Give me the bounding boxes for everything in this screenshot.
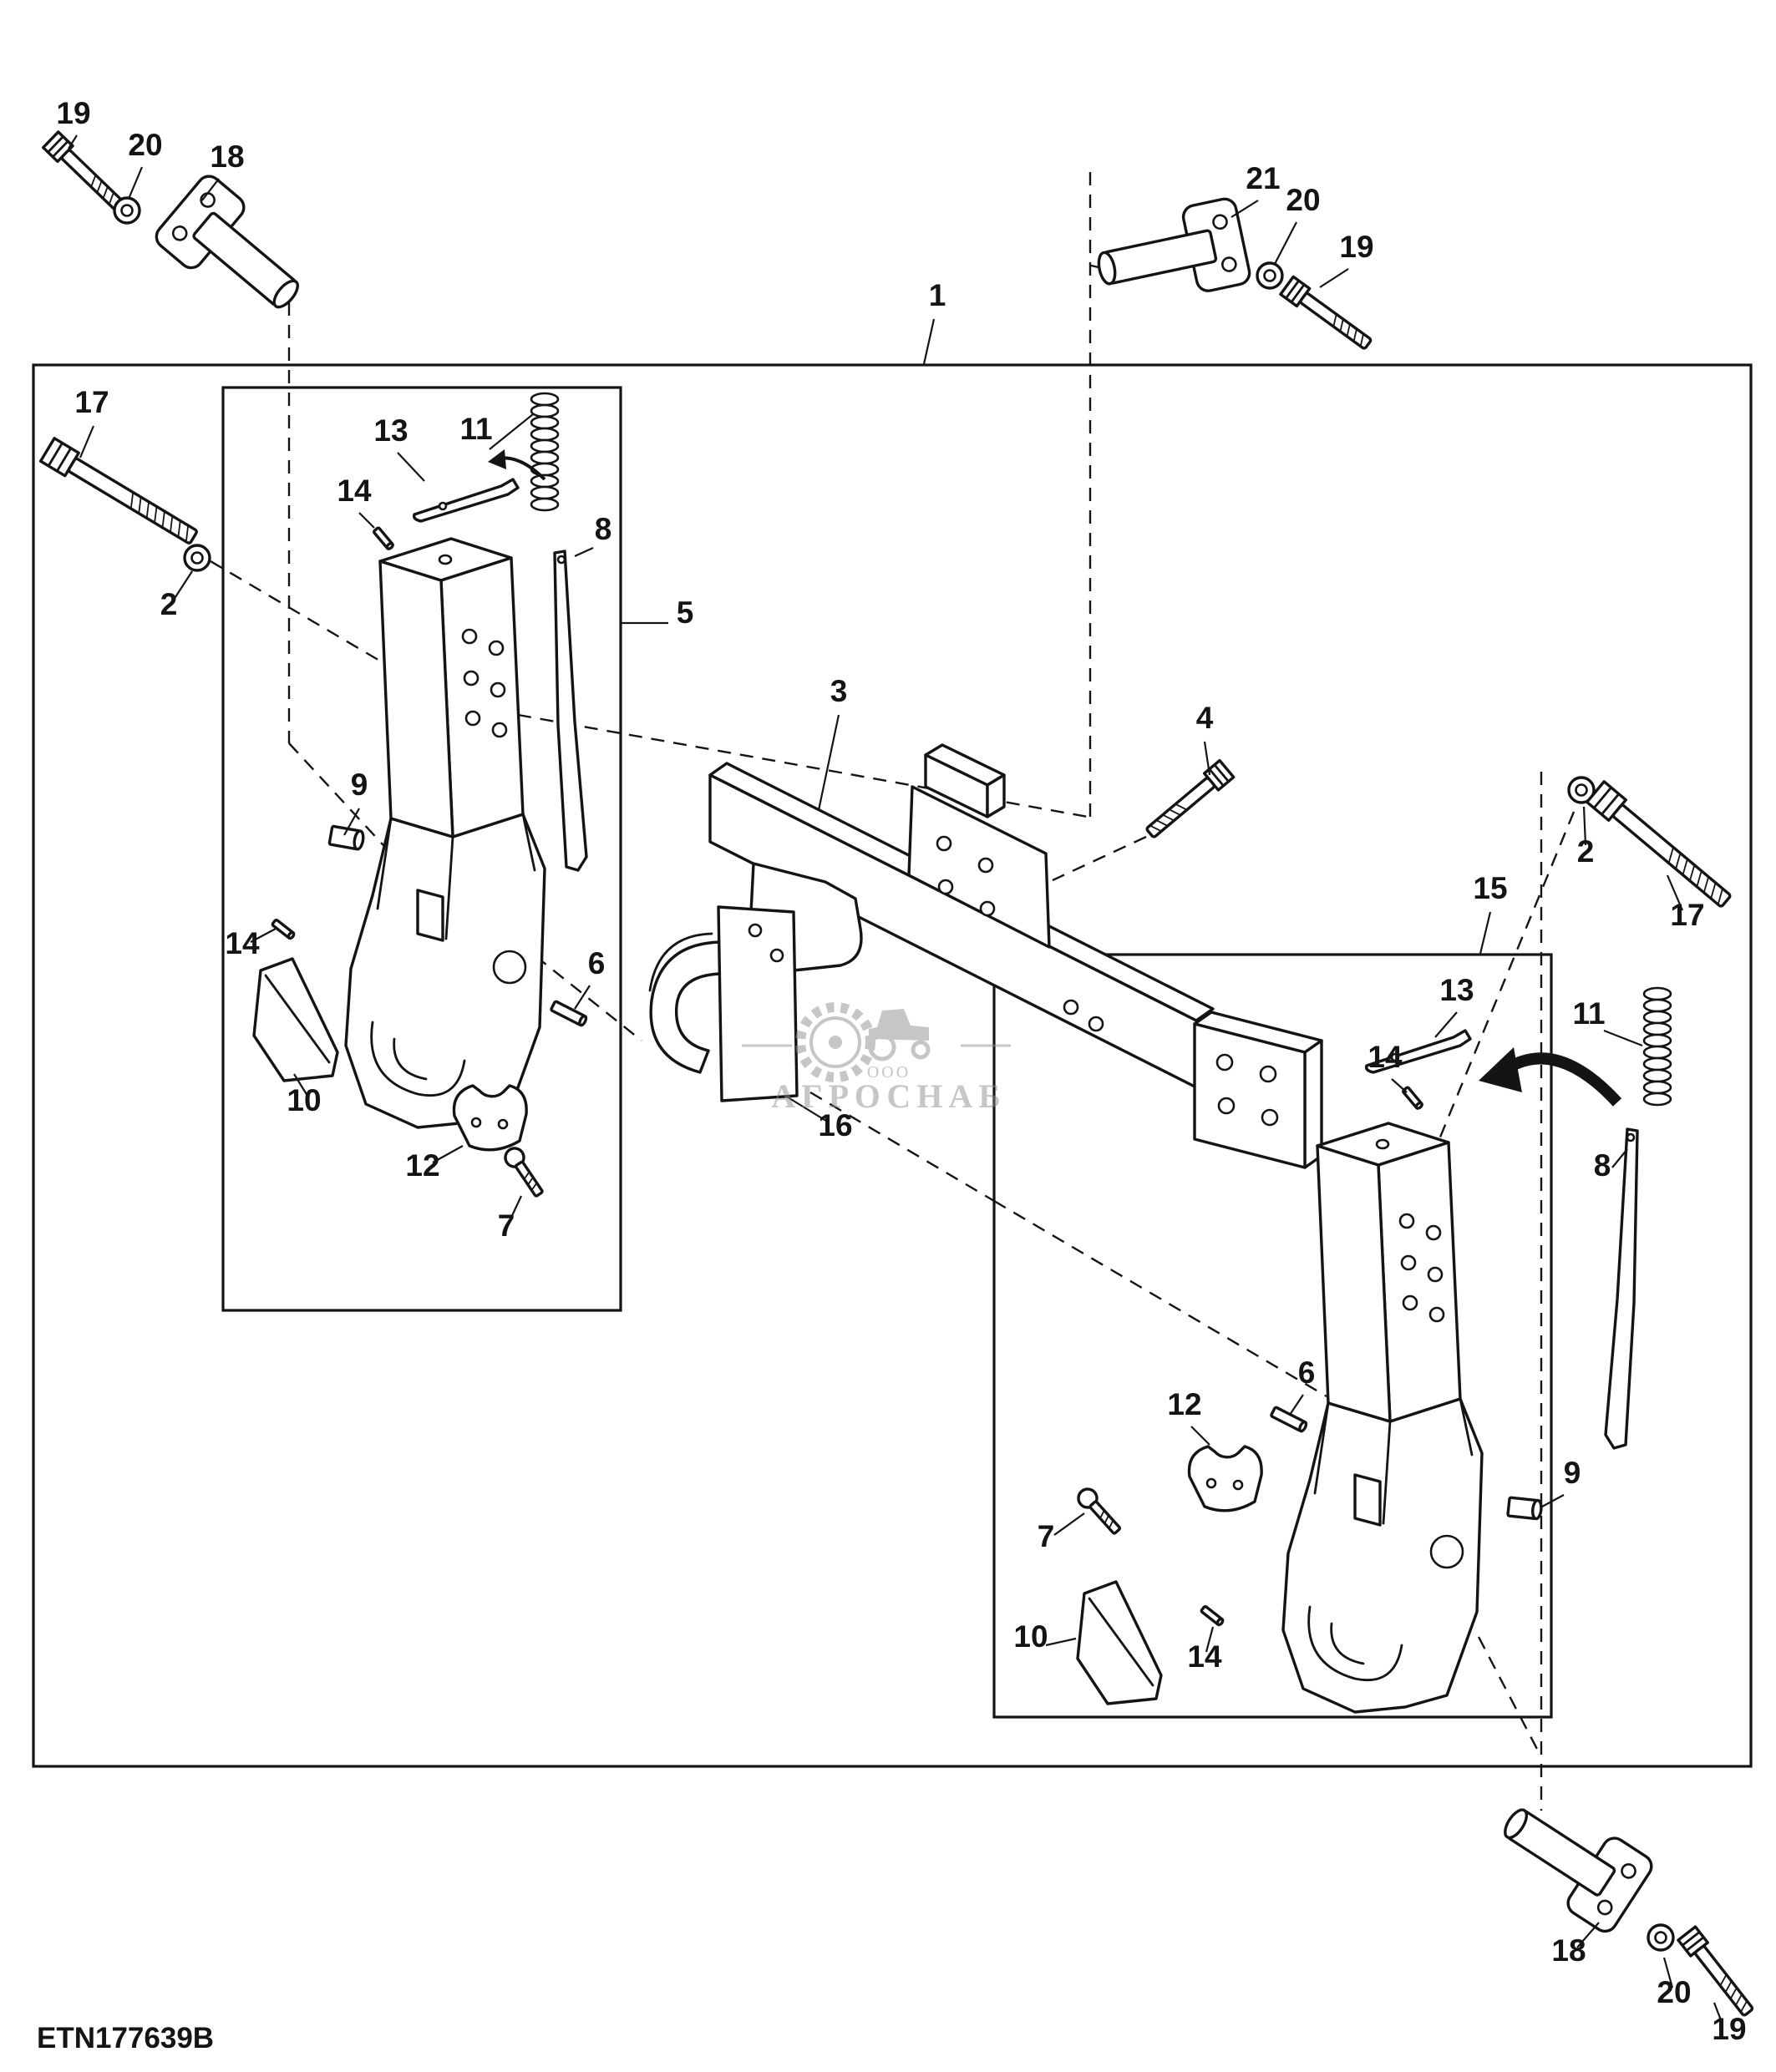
clevis-pin-bracket-21-top-right <box>1088 195 1253 314</box>
callout-12-left: 12 <box>405 1148 439 1183</box>
callout-14-left-lower: 14 <box>225 926 260 960</box>
gear-icon <box>795 1002 875 1082</box>
clamp-12-right <box>1187 1445 1263 1512</box>
rotation-arrow-left <box>488 449 546 481</box>
callout-14-right-upper: 14 <box>1368 1040 1403 1074</box>
spring-11-left <box>530 392 560 512</box>
lever-13-left <box>412 478 520 523</box>
leader-lines <box>68 134 1724 2025</box>
subassembly-box-15 <box>992 953 1553 1719</box>
bolt-17-right <box>1585 780 1737 914</box>
watermark-small-text: ООО <box>867 1063 911 1082</box>
callout-8-left: 8 <box>595 512 612 546</box>
callout-17-right: 17 <box>1670 898 1704 932</box>
callout-6-right: 6 <box>1298 1355 1316 1390</box>
tractor-icon <box>868 1009 931 1061</box>
callout-7-right: 7 <box>1038 1519 1055 1553</box>
callout-15: 15 <box>1473 871 1507 905</box>
callout-18-bottom-right: 18 <box>1551 1933 1586 1968</box>
washer-20-bottom-right <box>1647 1923 1675 1952</box>
latch-assembly-right <box>1281 1122 1484 1714</box>
callout-2-left: 2 <box>160 587 178 621</box>
main-boundary-box-1 <box>32 363 1753 1768</box>
callout-2-right: 2 <box>1577 834 1595 869</box>
drawing-code: ETN177639B <box>37 2022 214 2054</box>
callout-5: 5 <box>677 595 694 630</box>
pin-6-right <box>1269 1405 1309 1434</box>
bolt-17-left <box>38 437 202 550</box>
clevis-pin-bracket-18-bottom-right <box>1484 1781 1657 1938</box>
rod-8-left <box>553 550 588 872</box>
clevis-pin-bracket-18-top-left <box>150 170 322 334</box>
callout-16: 16 <box>818 1108 852 1142</box>
callout-20-top-right: 20 <box>1286 183 1320 217</box>
callout-13-left: 13 <box>373 413 408 448</box>
watermark: ООО АГРОСНАБ <box>742 1002 1011 1115</box>
callout-9-left: 9 <box>351 768 368 802</box>
subassembly-box-5 <box>221 386 622 1312</box>
screw-7-right <box>1073 1483 1126 1539</box>
wedge-10-right <box>1076 1580 1163 1705</box>
washer-20-top-left <box>113 196 141 225</box>
callout-11-left: 11 <box>459 412 492 446</box>
callout-21-top-right: 21 <box>1246 161 1280 195</box>
callout-3: 3 <box>830 674 848 708</box>
callout-14-right-lower: 14 <box>1187 1639 1222 1674</box>
callout-20-bottom-right: 20 <box>1657 1975 1691 2009</box>
pin-9-right <box>1506 1496 1544 1521</box>
latch-assembly-left <box>344 537 546 1129</box>
callout-14-left-upper: 14 <box>337 474 372 508</box>
callout-4: 4 <box>1196 701 1214 735</box>
callout-7-left: 7 <box>498 1208 515 1243</box>
callout-9-right: 9 <box>1564 1456 1581 1490</box>
callout-18-top-left: 18 <box>210 139 244 174</box>
callout-6-left: 6 <box>588 946 606 980</box>
spring-11-right <box>1642 986 1672 1107</box>
bolt-19-top-right <box>1279 275 1377 355</box>
callout-1: 1 <box>929 278 946 312</box>
clamp-12-left <box>452 1084 528 1152</box>
roll-pin-14-left-upper <box>372 525 396 552</box>
rotation-arrow-right <box>1479 1047 1622 1107</box>
alignment-dashed-lines <box>210 172 1576 1811</box>
callout-19-top-left: 19 <box>56 96 90 130</box>
roll-pin-14-right-lower <box>1199 1604 1225 1628</box>
callouts: 19 20 18 1 21 20 19 17 2 13 11 14 8 5 3 … <box>56 96 1746 2046</box>
pin-6-left <box>549 999 589 1028</box>
callout-12-right: 12 <box>1167 1387 1201 1421</box>
callout-10-left: 10 <box>287 1083 321 1117</box>
washer-20-top-right <box>1256 261 1284 290</box>
callout-13-right: 13 <box>1439 973 1474 1007</box>
callout-10-right: 10 <box>1013 1619 1048 1654</box>
callout-19-top-right: 19 <box>1339 230 1373 264</box>
washer-2-left <box>183 544 211 572</box>
callout-19-bottom-right: 19 <box>1712 2012 1746 2046</box>
wedge-10-left <box>252 957 339 1082</box>
callout-11-right: 11 <box>1572 996 1605 1031</box>
screw-7-left <box>500 1143 549 1201</box>
callout-20-top-left: 20 <box>128 128 162 162</box>
drawbar-assembly-3 <box>708 743 1323 1169</box>
callout-17-left: 17 <box>74 385 109 419</box>
watermark-main-text: АГРОСНАБ <box>771 1077 1006 1115</box>
bolt-4 <box>1141 758 1236 843</box>
callout-8-right: 8 <box>1594 1148 1611 1183</box>
hook-plate-16 <box>648 905 799 1102</box>
